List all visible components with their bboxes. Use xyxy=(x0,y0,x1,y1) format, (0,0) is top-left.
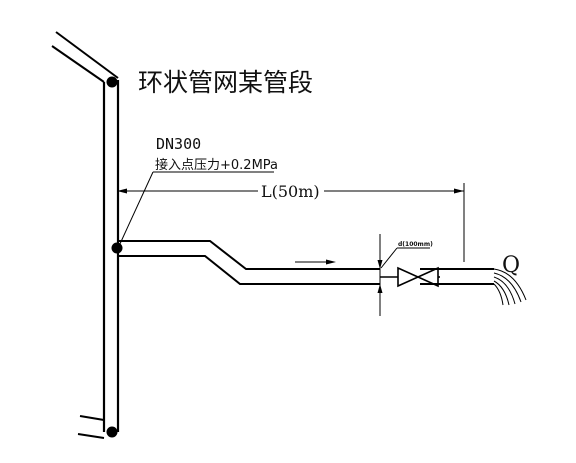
valve-dimension xyxy=(377,234,430,316)
diagram-title: 环状管网某管段 xyxy=(138,68,313,97)
label-leader-line xyxy=(118,171,154,247)
flow-arrow xyxy=(295,259,336,265)
node-branch xyxy=(111,242,123,254)
node-bottom xyxy=(106,426,118,438)
ring-main-pipe xyxy=(51,31,120,439)
outlet-flow-label: Q xyxy=(502,253,520,278)
node-top xyxy=(106,76,118,88)
branch-pipe xyxy=(118,240,494,285)
outlet-discharge xyxy=(493,268,527,306)
valve-symbol xyxy=(380,266,440,288)
valve-diameter-label: d(100mm) xyxy=(398,241,433,248)
pipe-size-label: DN300 xyxy=(156,135,201,153)
inlet-pressure-label: 接入点压力+0.2MPa xyxy=(155,157,278,173)
length-dimension xyxy=(117,183,465,262)
length-label: L(50m) xyxy=(261,182,320,201)
